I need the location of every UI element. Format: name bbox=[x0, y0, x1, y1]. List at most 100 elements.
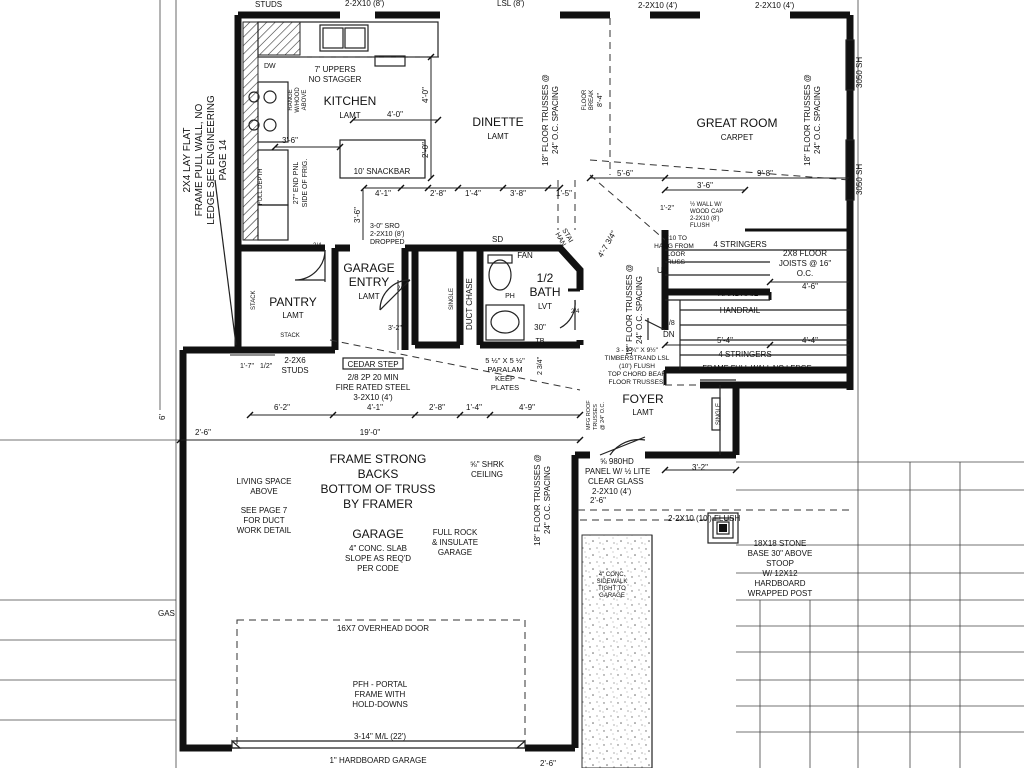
svg-text:FULL DEPTH: FULL DEPTH bbox=[258, 169, 264, 205]
svg-text:4'-0": 4'-0" bbox=[387, 110, 403, 119]
svg-text:HARDBOARD: HARDBOARD bbox=[754, 579, 805, 588]
svg-text:2'-8": 2'-8" bbox=[430, 189, 446, 198]
top-headers: STUDS 2-2X10 (8') LSL (8') 2-2X10 (4') 2… bbox=[255, 0, 795, 10]
svg-text:O.C.: O.C. bbox=[797, 269, 813, 278]
kitchen-label: KITCHEN bbox=[324, 94, 377, 108]
svg-text:LAMT: LAMT bbox=[282, 311, 303, 320]
top-header-4: 2-2X10 (4') bbox=[755, 1, 795, 10]
svg-text:PFH - PORTAL: PFH - PORTAL bbox=[353, 680, 408, 689]
svg-text:TIGHT TO: TIGHT TO bbox=[598, 586, 626, 592]
svg-text:JOISTS @ 16": JOISTS @ 16" bbox=[779, 259, 831, 268]
svg-text:GARAGE: GARAGE bbox=[599, 593, 625, 599]
svg-text:2-2X10 (8'): 2-2X10 (8') bbox=[370, 231, 404, 238]
svg-text:2'-6": 2'-6" bbox=[540, 759, 556, 768]
svg-text:27" END PNL: 27" END PNL bbox=[293, 162, 300, 205]
room-garage: GARAGE 4" CONC. SLAB SLOPE AS REQ'D PER … bbox=[345, 527, 411, 573]
svg-text:PH: PH bbox=[505, 293, 515, 300]
svg-text:3 - 1 ¾" X 9½": 3 - 1 ¾" X 9½" bbox=[616, 346, 659, 354]
room-great-room: GREAT ROOM CARPET 18" FLOOR TRUSSES @ 24… bbox=[697, 74, 822, 166]
svg-text:SLOPE AS REQ'D: SLOPE AS REQ'D bbox=[345, 554, 411, 563]
svg-text:1" HARDBOARD GARAGE: 1" HARDBOARD GARAGE bbox=[329, 756, 426, 765]
svg-text:2X10 TO: 2X10 TO bbox=[661, 235, 687, 242]
window-label-1: 3050 SH bbox=[855, 57, 864, 88]
svg-text:24" O.C. SPACING: 24" O.C. SPACING bbox=[551, 86, 560, 154]
svg-text:5'-4": 5'-4" bbox=[717, 336, 733, 345]
svg-text:2/4: 2/4 bbox=[571, 309, 580, 315]
room-dinette: DINETTE LAMT 18" FLOOR TRUSSES @ 24" O.C… bbox=[472, 74, 604, 166]
stone-base-post bbox=[707, 512, 739, 544]
svg-text:TIMBERSTRAND LSL: TIMBERSTRAND LSL bbox=[605, 355, 670, 362]
svg-text:4" CONC. SLAB: 4" CONC. SLAB bbox=[349, 544, 407, 553]
garage-entry-label: GARAGE bbox=[343, 261, 394, 275]
sidewalk bbox=[581, 534, 653, 768]
svg-text:4'-7 3/4": 4'-7 3/4" bbox=[596, 229, 619, 259]
svg-text:2/4: 2/4 bbox=[397, 286, 406, 292]
svg-text:⅝ 980HD: ⅝ 980HD bbox=[600, 457, 634, 466]
svg-text:4'-9": 4'-9" bbox=[519, 403, 535, 412]
svg-text:TOP CHORD BEAR: TOP CHORD BEAR bbox=[608, 371, 667, 378]
svg-text:LIVING SPACE: LIVING SPACE bbox=[237, 477, 292, 486]
svg-text:FLUSH: FLUSH bbox=[690, 223, 710, 229]
svg-text:CLEAR GLASS: CLEAR GLASS bbox=[588, 477, 644, 486]
svg-text:4'-4": 4'-4" bbox=[802, 336, 818, 345]
svg-text:TRUSSES: TRUSSES bbox=[593, 404, 599, 430]
svg-text:ABOVE: ABOVE bbox=[302, 90, 308, 111]
svg-text:FAN: FAN bbox=[517, 251, 533, 260]
room-pantry: PANTRY LAMT STACK STACK bbox=[251, 290, 317, 339]
svg-text:2'-6": 2'-6" bbox=[195, 428, 211, 437]
walls bbox=[179, 11, 854, 752]
svg-text:BOTTOM OF TRUSS: BOTTOM OF TRUSS bbox=[321, 482, 436, 496]
svg-text:5'-6": 5'-6" bbox=[617, 169, 633, 178]
half-bath-label: 1/2 bbox=[537, 271, 554, 285]
svg-text:BATH: BATH bbox=[529, 285, 560, 299]
svg-text:LAMT: LAMT bbox=[339, 111, 360, 120]
svg-text:LEDGE SEE ENGINEERING: LEDGE SEE ENGINEERING bbox=[206, 95, 217, 225]
room-kitchen: 7' UPPERS NO STAGGER KITCHEN LAMT 10' SN… bbox=[258, 63, 411, 207]
top-header-1: 2-2X10 (8') bbox=[345, 0, 385, 8]
dashed-beams bbox=[329, 18, 851, 521]
svg-text:SEE PAGE 7: SEE PAGE 7 bbox=[241, 506, 288, 515]
svg-text:@ 24" O.C.: @ 24" O.C. bbox=[600, 402, 606, 430]
garage-notes: FRAME STRONG BACKS BOTTOM OF TRUSS BY FR… bbox=[158, 452, 552, 765]
svg-text:STOOP: STOOP bbox=[766, 559, 794, 568]
kitchen-uppers-note: 7' UPPERS bbox=[314, 65, 355, 74]
svg-text:3-0" SRO: 3-0" SRO bbox=[370, 223, 400, 230]
svg-text:HOLD-DOWNS: HOLD-DOWNS bbox=[352, 700, 408, 709]
svg-text:9'-8": 9'-8" bbox=[757, 169, 773, 178]
svg-text:2'-6": 2'-6" bbox=[590, 496, 606, 505]
svg-text:BREAK: BREAK bbox=[589, 90, 595, 110]
svg-text:6'-2": 6'-2" bbox=[274, 403, 290, 412]
svg-text:½ WALL W/: ½ WALL W/ bbox=[690, 201, 722, 208]
cedar-step-label: CEDAR STEP bbox=[347, 360, 398, 369]
top-header-2: LSL (8') bbox=[497, 0, 525, 8]
garage-label: GARAGE bbox=[352, 527, 403, 541]
svg-text:2-2X10 (4'): 2-2X10 (4') bbox=[592, 487, 632, 496]
svg-text:ENTRY: ENTRY bbox=[349, 275, 389, 289]
center-notes: 3-0" SRO 2-2X10 (8') DROPPED SD STAI HAN… bbox=[313, 223, 722, 425]
stair-down-label: DN bbox=[663, 330, 675, 339]
svg-text:(10') FLUSH: (10') FLUSH bbox=[619, 363, 655, 370]
svg-text:5 ½" X 5 ½": 5 ½" X 5 ½" bbox=[485, 356, 525, 365]
svg-text:FIRE RATED STEEL: FIRE RATED STEEL bbox=[336, 383, 411, 392]
windows: 3050 SH 3050 SH bbox=[845, 39, 864, 201]
svg-text:FRAME WITH: FRAME WITH bbox=[355, 690, 406, 699]
svg-text:WRAPPED POST: WRAPPED POST bbox=[748, 589, 813, 598]
dinette-label: DINETTE bbox=[472, 115, 523, 129]
svg-text:18X18 STONE: 18X18 STONE bbox=[754, 539, 807, 548]
svg-text:TB: TB bbox=[536, 338, 545, 345]
kitchen-cabinets bbox=[242, 21, 440, 241]
svg-text:ABOVE: ABOVE bbox=[250, 487, 278, 496]
svg-text:STACK: STACK bbox=[280, 333, 300, 339]
svg-text:SINGLE: SINGLE bbox=[716, 403, 722, 425]
svg-text:NO STAGGER: NO STAGGER bbox=[309, 75, 362, 84]
svg-text:FULL ROCK: FULL ROCK bbox=[433, 528, 478, 537]
svg-text:LVT: LVT bbox=[538, 302, 552, 311]
svg-text:24" O.C. SPACING: 24" O.C. SPACING bbox=[635, 276, 644, 344]
svg-text:FRAME FULL WALL NO LEDGE: FRAME FULL WALL NO LEDGE bbox=[702, 363, 811, 372]
window-label-2: 3050 SH bbox=[855, 164, 864, 195]
svg-text:2/4: 2/4 bbox=[313, 243, 322, 249]
great-room-label: GREAT ROOM bbox=[697, 116, 778, 130]
svg-text:HANG FROM: HANG FROM bbox=[654, 243, 694, 250]
flush-beam-label: 2-2X10 (10') FLUSH bbox=[668, 514, 740, 523]
